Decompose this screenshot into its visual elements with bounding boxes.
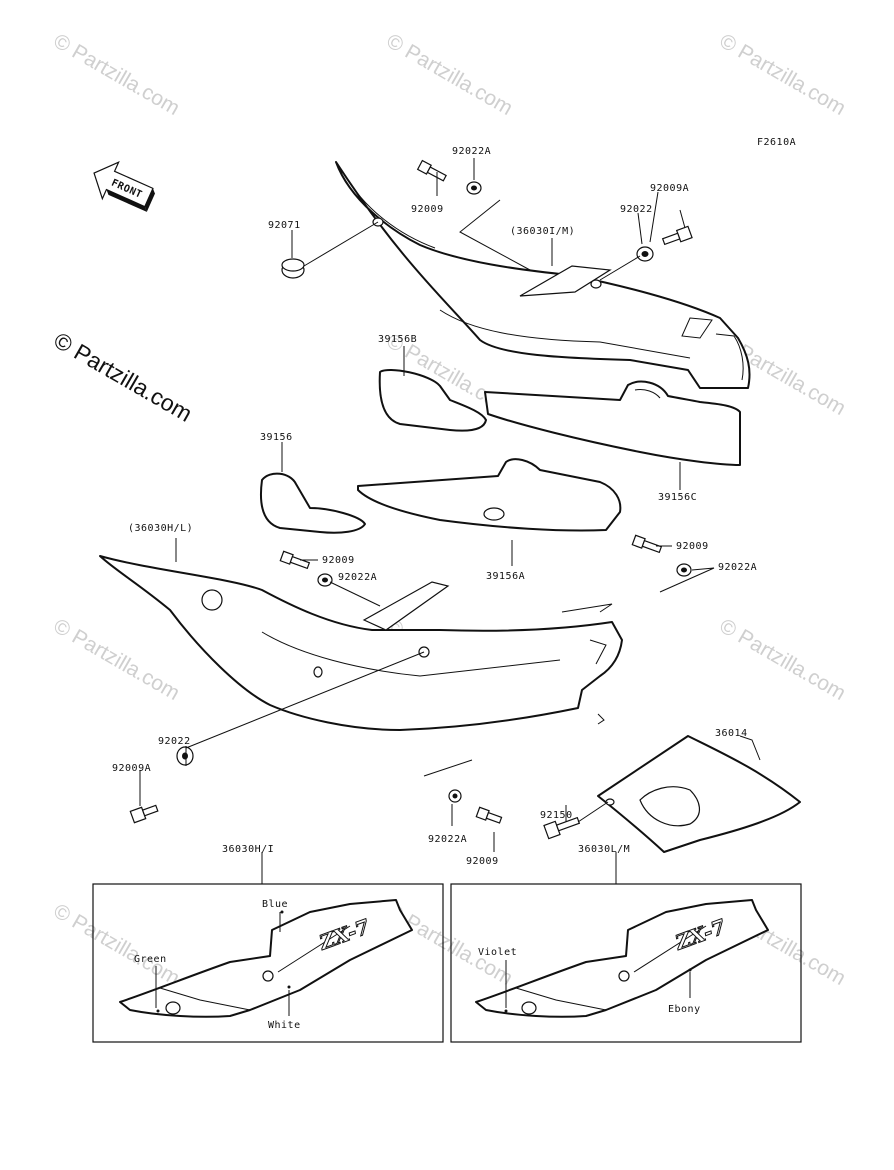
callout-92022: 92022 <box>620 204 653 215</box>
callout-36014: 36014 <box>715 728 748 739</box>
watermark-main: © Partzilla.com <box>50 327 197 427</box>
bolt-icon <box>543 816 581 840</box>
bolt-icon <box>475 806 503 824</box>
callout-39156C: 39156C <box>658 492 697 503</box>
callout-92150: 92150 <box>540 810 573 821</box>
bolt-icon <box>129 804 159 824</box>
bolt-icon <box>416 159 447 182</box>
fasteners <box>129 159 693 840</box>
callout-92022A: 92022A <box>338 572 377 583</box>
color-label-violet: Violet <box>478 947 517 958</box>
callout-36030IM: (36030I/M) <box>510 226 575 237</box>
color-label-blue: Blue <box>262 899 288 910</box>
watermark: © Partzilla.com <box>383 29 517 120</box>
callout-92022A: 92022A <box>718 562 757 573</box>
watermark: © Partzilla.com <box>716 614 850 705</box>
callout-92009: 92009 <box>676 541 709 552</box>
color-label-green: Green <box>134 954 167 965</box>
watermark: © Partzilla.com <box>50 614 184 705</box>
callout-92022: 92022 <box>158 736 191 747</box>
cover-39156B <box>378 368 487 432</box>
upper-seat-cowl <box>335 161 751 389</box>
grommet-icon <box>176 746 194 766</box>
callout-39156B: 39156B <box>378 334 417 345</box>
nut-icon <box>466 181 482 195</box>
callout-92009A: 92009A <box>650 183 689 194</box>
inset-title: 36030H/I <box>222 844 274 855</box>
callout-39156A: 39156A <box>486 571 525 582</box>
callout-92009: 92009 <box>411 204 444 215</box>
cover-39156A <box>357 458 622 532</box>
callout-92009: 92009 <box>466 856 499 867</box>
bolt-icon <box>279 550 311 570</box>
callout-92022A: 92022A <box>428 834 467 845</box>
callout-92071: 92071 <box>268 220 301 231</box>
inset-36030HI: 36030H/I ZX-7 Blue Green White <box>92 844 444 1043</box>
callout-92009A: 92009A <box>112 763 151 774</box>
grommet-icon <box>281 258 305 279</box>
nut-icon <box>448 789 462 803</box>
inset-title: 36030L/M <box>578 844 630 855</box>
nut-icon <box>636 246 654 262</box>
under-cover-36014 <box>597 735 801 853</box>
color-label-white: White <box>268 1020 301 1031</box>
bolt-icon <box>661 225 693 246</box>
lower-side-cowl <box>99 555 623 731</box>
watermark: © Partzilla.com <box>716 29 850 120</box>
bolt-icon <box>631 534 663 554</box>
nut-icon <box>676 563 692 577</box>
cover-39156 <box>260 472 366 534</box>
callout-92022A: 92022A <box>452 146 491 157</box>
front-arrow-icon: FRONT <box>93 160 155 212</box>
cover-39156C <box>484 380 741 466</box>
inset-36030LM: 36030L/M ZX-7 Violet Ebony <box>450 844 802 1043</box>
color-label-ebony: Ebony <box>668 1004 701 1015</box>
watermark: © Partzilla.com <box>50 29 184 120</box>
leader-lines <box>139 158 761 884</box>
callout-39156: 39156 <box>260 432 293 443</box>
callout-labels: 92022A 92009 92071 (36030I/M) 92009A 920… <box>112 146 757 867</box>
nut-icon <box>317 573 333 587</box>
callout-36030HL: (36030H/L) <box>128 523 193 534</box>
watermark: © Partzilla.com <box>50 899 184 990</box>
callout-92009: 92009 <box>322 555 355 566</box>
figure-code: F2610A <box>757 137 796 148</box>
